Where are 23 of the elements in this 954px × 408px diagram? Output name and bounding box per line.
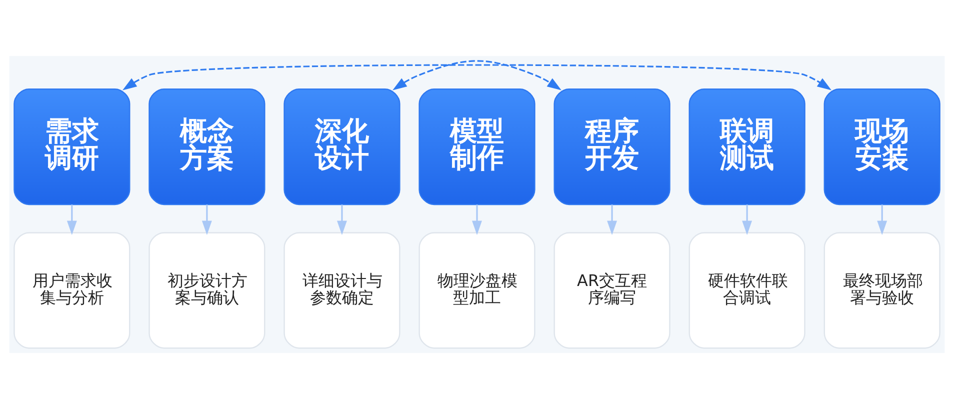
arrow bbox=[392, 60, 562, 90]
node-box: AR交互程序编写 bbox=[554, 232, 670, 348]
node-box: 硬件软件联合调试 bbox=[688, 232, 806, 348]
node-box: 用户需求收集与分析 bbox=[14, 232, 130, 348]
arrow bbox=[472, 204, 482, 234]
node-box: 需求调研 bbox=[14, 88, 130, 205]
arrow bbox=[742, 204, 752, 234]
node-box: 概念方案 bbox=[148, 88, 266, 205]
node-box: 现场安装 bbox=[824, 88, 940, 205]
node-box: 详细设计与参数确定 bbox=[284, 232, 400, 348]
arrow bbox=[336, 204, 347, 234]
node-box: 物理沙盘模型加工 bbox=[418, 232, 536, 348]
arrow bbox=[202, 204, 212, 234]
node-box: 初步设计方案与确认 bbox=[148, 232, 266, 348]
arrow bbox=[122, 64, 832, 90]
node-box: 程序开发 bbox=[554, 88, 670, 205]
node-box: 模型制作 bbox=[418, 88, 536, 205]
arrow bbox=[607, 204, 618, 234]
arrow bbox=[877, 204, 888, 234]
node-box: 最终现场部署与验收 bbox=[824, 232, 940, 348]
node-box: 深化设计 bbox=[284, 88, 400, 205]
node-box: 联调测试 bbox=[688, 88, 806, 205]
arrow bbox=[66, 204, 77, 234]
